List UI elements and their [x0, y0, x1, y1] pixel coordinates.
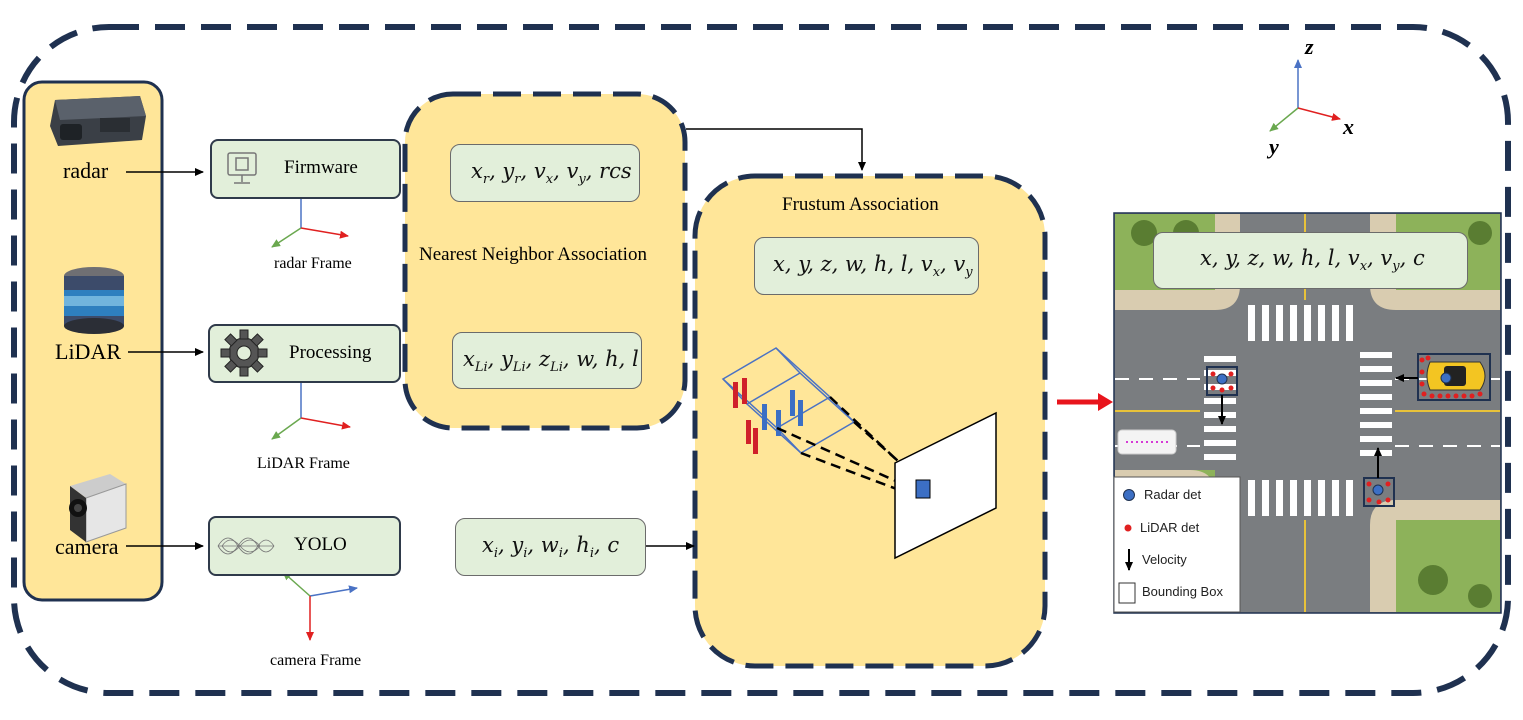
- outer-dashed-frame: [11, 24, 1511, 696]
- frustum-stage: [692, 173, 1048, 669]
- legend-lidar-marker: [1124, 524, 1132, 532]
- final-output-box: x, y, z, w, h, l, vx, vy, c: [1153, 232, 1468, 289]
- lidar-output-formula: xLi, yLi, zLi, w, h, l: [463, 347, 639, 376]
- radar-output-formula: xr, yr, vx, vy, rcs: [471, 159, 632, 188]
- nn-to-frustum-arrow: [686, 128, 866, 171]
- axis-label-z: z: [1305, 34, 1314, 59]
- frustum-title: Frustum Association: [782, 194, 939, 215]
- gear-icon: [220, 329, 268, 377]
- camera-output-formula: xi, yi, wi, hi, c: [482, 533, 620, 562]
- legend-bbox-marker: [1118, 582, 1136, 604]
- nearest-neighbor-title: Nearest Neighbor Association: [419, 244, 647, 265]
- axis-label-x: x: [1343, 114, 1354, 139]
- camera-device-icon: [69, 474, 127, 543]
- global-axes: [1269, 59, 1341, 132]
- legend-bbox-label: Bounding Box: [1142, 584, 1223, 599]
- firmware-chip-icon: [227, 152, 257, 184]
- camera-frame-label: camera Frame: [270, 652, 362, 669]
- frustum-output-formula: x, y, z, w, h, l, vx, vy: [773, 252, 973, 281]
- firmware-module: Firmware: [210, 139, 401, 199]
- lidar-output-box: xLi, yLi, zLi, w, h, l: [452, 332, 642, 389]
- firmware-label: Firmware: [284, 157, 358, 178]
- legend-velocity-label: Velocity: [1142, 552, 1187, 567]
- axis-label-y: y: [1269, 134, 1279, 159]
- neural-network-icon: [217, 537, 275, 555]
- radar-output-box: xr, yr, vx, vy, rcs: [450, 144, 640, 202]
- legend-radar-label: Radar det: [1144, 487, 1202, 502]
- legend-panel: [1113, 476, 1241, 613]
- radar-sensor-label: radar: [63, 158, 109, 183]
- processing-module: Processing: [208, 324, 401, 383]
- yolo-label: YOLO: [294, 534, 347, 555]
- yolo-module: YOLO: [208, 516, 401, 576]
- legend-lidar-label: LiDAR det: [1140, 520, 1200, 535]
- radar-frame-label: radar Frame: [274, 255, 352, 272]
- lidar-device-icon: [64, 267, 124, 334]
- camera-output-box: xi, yi, wi, hi, c: [455, 518, 646, 576]
- sensor-column: [22, 80, 164, 602]
- frustum-illustration: [721, 347, 997, 560]
- legend-radar-marker: [1123, 489, 1135, 501]
- lidar-frame-label: LiDAR Frame: [257, 455, 350, 472]
- radar-device-icon: [50, 96, 146, 146]
- camera-sensor-label: camera: [55, 534, 119, 559]
- frustum-output-box: x, y, z, w, h, l, vx, vy: [754, 237, 979, 295]
- lidar-sensor-label: LiDAR: [55, 339, 121, 364]
- final-output-formula: x, y, z, w, h, l, vx, vy, c: [1200, 246, 1425, 275]
- processing-label: Processing: [289, 342, 372, 363]
- camera-frame-axes: [282, 571, 358, 641]
